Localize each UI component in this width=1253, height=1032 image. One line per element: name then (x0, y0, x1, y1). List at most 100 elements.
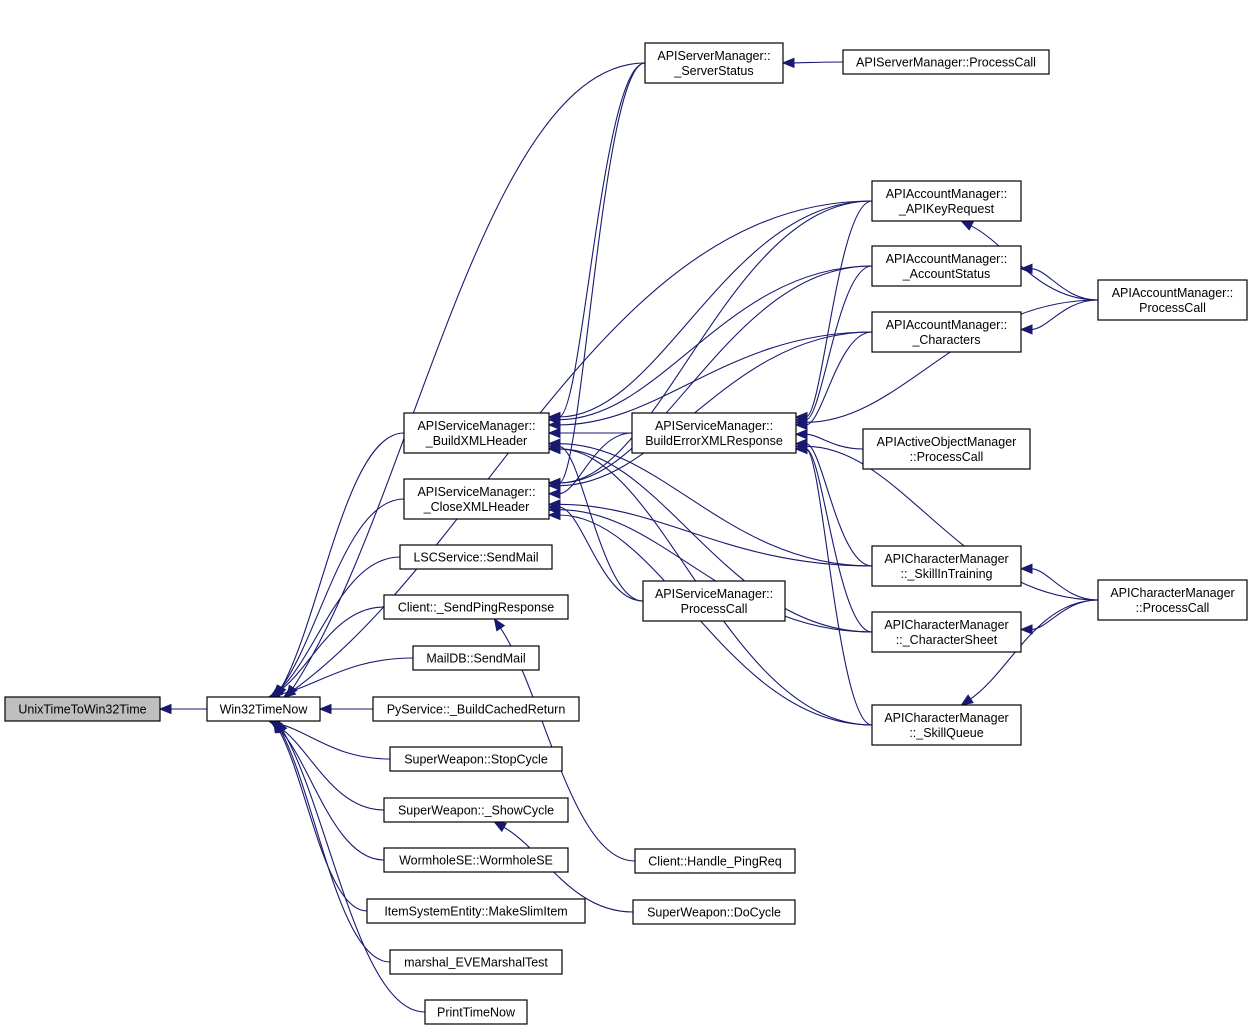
node-box[interactable] (4, 696, 161, 722)
node-slimitem[interactable]: ItemSystemEntity::MakeSlimItem (366, 898, 586, 924)
node-label: _ServerStatus (673, 64, 753, 78)
node-unix2win[interactable]: UnixTimeToWin32Time (4, 696, 161, 722)
edge-acctstatus-to-closexml (558, 265, 873, 484)
edge-sendping-to-win32now (278, 606, 385, 692)
edges-layer (158, 57, 1099, 1013)
node-label: ::_SkillQueue (909, 726, 983, 740)
edge-svcprocess-to-buildxml (558, 445, 644, 602)
node-box[interactable] (644, 42, 784, 84)
node-printtime[interactable]: PrintTimeNow (424, 999, 528, 1025)
node-label: Win32TimeNow (220, 703, 309, 717)
node-label: ::_SkillInTraining (901, 567, 993, 581)
edge-characters-to-buildxml-arrowhead (547, 419, 561, 431)
node-box[interactable] (403, 412, 550, 454)
edge-acctprocess-to-apikey-arrowhead (960, 220, 975, 231)
node-serverstatus[interactable]: APIServerManager::_ServerStatus (644, 42, 784, 84)
node-box[interactable] (871, 245, 1022, 287)
node-win32now[interactable]: Win32TimeNow (206, 696, 321, 722)
node-pyservice[interactable]: PyService::_BuildCachedReturn (372, 696, 580, 722)
edge-skillqueue-to-builderr (805, 448, 873, 726)
node-box[interactable] (389, 949, 563, 975)
node-docycle[interactable]: SuperWeapon::DoCycle (632, 899, 796, 925)
node-label: APIServerManager::ProcessCall (856, 56, 1036, 70)
edge-apikey-to-closexml (558, 200, 873, 484)
node-box[interactable] (403, 478, 550, 520)
node-box[interactable] (372, 696, 580, 722)
node-box[interactable] (383, 797, 569, 823)
node-stopcycle[interactable]: SuperWeapon::StopCycle (389, 746, 563, 772)
node-wormhole[interactable]: WormholeSE::WormholeSE (383, 847, 569, 873)
edge-characters-to-buildxml (558, 331, 873, 426)
node-apikey[interactable]: APIAccountManager::_APIKeyRequest (871, 180, 1022, 222)
node-label: ::ProcessCall (910, 450, 984, 464)
node-box[interactable] (399, 544, 553, 570)
node-box[interactable] (412, 645, 540, 671)
node-box[interactable] (862, 428, 1031, 470)
node-box[interactable] (871, 311, 1022, 353)
edge-pyservice-to-win32now-arrowhead (318, 703, 332, 715)
node-marshal[interactable]: marshal_EVEMarshalTest (389, 949, 563, 975)
node-activeobj[interactable]: APIActiveObjectManager::ProcessCall (862, 428, 1031, 470)
edge-printtime-to-win32now-arrowhead (276, 719, 288, 734)
edge-acctstatus-to-buildxml (558, 265, 873, 421)
edge-charsheet-to-closexml (558, 509, 873, 633)
node-box[interactable] (632, 899, 796, 925)
node-characters[interactable]: APIAccountManager::_Characters (871, 311, 1022, 353)
node-handleping[interactable]: Client::Handle_PingReq (634, 848, 796, 874)
node-label: APICharacterManager (884, 711, 1008, 725)
edge-maildb-to-win32now (278, 657, 414, 696)
node-sendping[interactable]: Client::_SendPingResponse (383, 594, 569, 620)
node-srvprocess[interactable]: APIServerManager::ProcessCall (842, 49, 1050, 75)
node-label: APIServiceManager:: (417, 419, 535, 433)
node-box[interactable] (206, 696, 321, 722)
edge-docycle-to-showcycle (502, 826, 634, 913)
node-skillqueue[interactable]: APICharacterManager::_SkillQueue (871, 704, 1022, 746)
node-box[interactable] (383, 847, 569, 873)
edge-handleping-to-sendping-arrowhead (493, 617, 506, 632)
node-box[interactable] (1097, 279, 1248, 321)
node-box[interactable] (871, 704, 1022, 746)
node-label: _APIKeyRequest (898, 202, 995, 216)
node-label: APIAccountManager:: (886, 252, 1008, 266)
node-charprocess[interactable]: APICharacterManager::ProcessCall (1097, 579, 1248, 621)
node-label: MailDB::SendMail (426, 652, 525, 666)
node-box[interactable] (424, 999, 528, 1025)
node-svcprocess[interactable]: APIServiceManager::ProcessCall (642, 580, 786, 622)
node-box[interactable] (642, 580, 786, 622)
node-skilltrain[interactable]: APICharacterManager::_SkillInTraining (871, 545, 1022, 587)
node-box[interactable] (389, 746, 563, 772)
node-label: SuperWeapon::DoCycle (647, 906, 781, 920)
edge-apikey-to-builderr (805, 200, 873, 418)
node-label: PyService::_BuildCachedReturn (387, 703, 566, 717)
node-label: _BuildXMLHeader (425, 434, 527, 448)
node-builderr[interactable]: APIServiceManager::BuildErrorXMLResponse (631, 412, 797, 454)
edge-apikey-to-win32now (291, 200, 873, 692)
node-box[interactable] (383, 594, 569, 620)
edge-charprocess-to-skilltrain-arrowhead (1019, 563, 1033, 574)
node-acctprocess[interactable]: APIAccountManager::ProcessCall (1097, 279, 1248, 321)
node-label: APICharacterManager (1110, 586, 1234, 600)
edge-skillqueue-to-builderr-arrowhead (794, 443, 808, 455)
node-box[interactable] (634, 848, 796, 874)
node-box[interactable] (366, 898, 586, 924)
node-acctstatus[interactable]: APIAccountManager::_AccountStatus (871, 245, 1022, 287)
edge-characters-to-closexml (558, 331, 873, 487)
node-box[interactable] (871, 611, 1022, 653)
node-buildxml[interactable]: APIServiceManager::_BuildXMLHeader (403, 412, 550, 454)
node-box[interactable] (1097, 579, 1248, 621)
node-showcycle[interactable]: SuperWeapon::_ShowCycle (383, 797, 569, 823)
edge-charprocess-to-builderr (805, 445, 1099, 601)
node-lscmail[interactable]: LSCService::SendMail (399, 544, 553, 570)
edge-characters-to-builderr (805, 331, 873, 426)
node-closexml[interactable]: APIServiceManager::_CloseXMLHeader (403, 478, 550, 520)
node-charsheet[interactable]: APICharacterManager::_CharacterSheet (871, 611, 1022, 653)
node-box[interactable] (842, 49, 1050, 75)
node-box[interactable] (871, 545, 1022, 587)
node-box[interactable] (871, 180, 1022, 222)
node-box[interactable] (631, 412, 797, 454)
edge-wormhole-to-win32now (278, 727, 385, 861)
node-label: marshal_EVEMarshalTest (404, 956, 548, 970)
node-label: Client::_SendPingResponse (398, 601, 554, 615)
node-maildb[interactable]: MailDB::SendMail (412, 645, 540, 671)
